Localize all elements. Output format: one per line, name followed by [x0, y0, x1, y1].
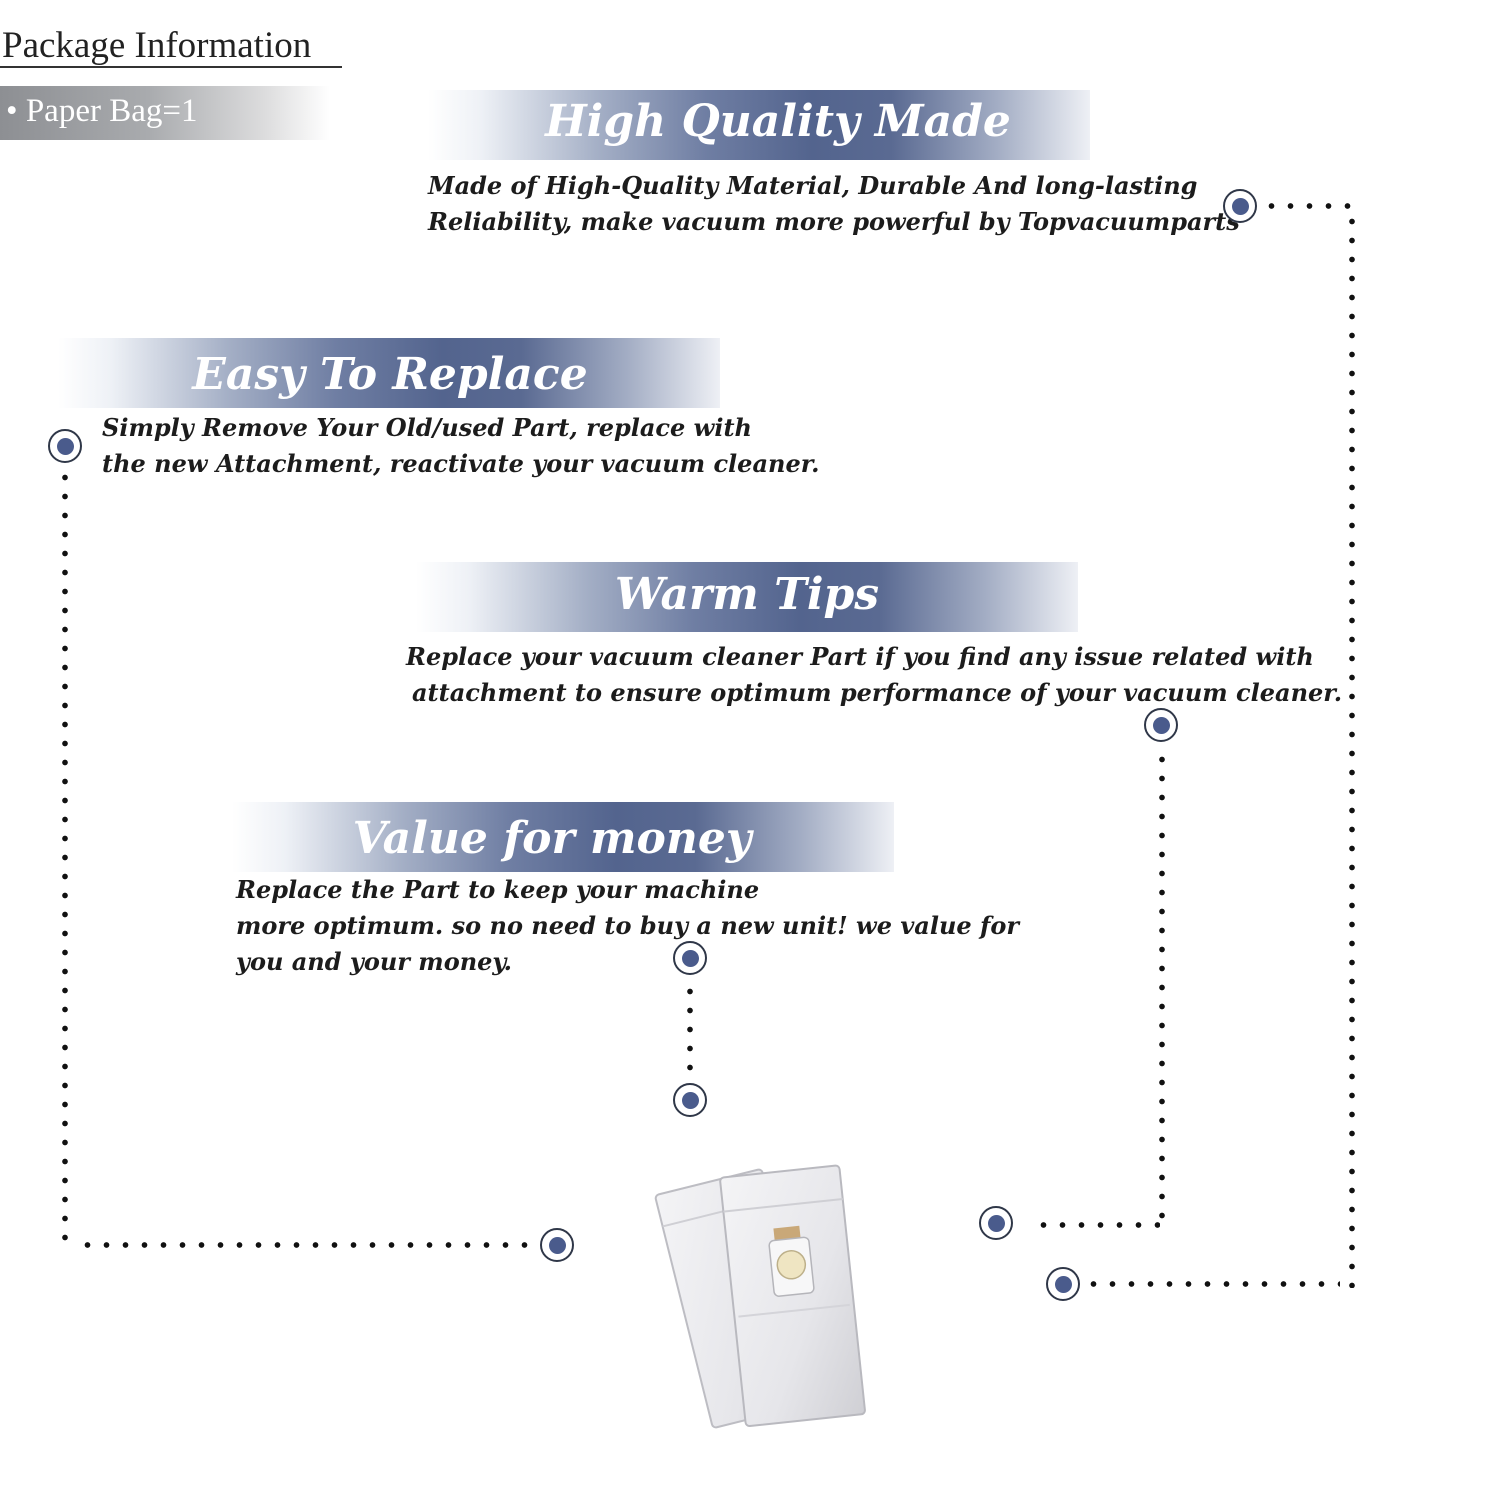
connector-dots-value-vertical	[687, 982, 693, 1078]
connector-dots-bottom-right	[1084, 1281, 1340, 1287]
vacuum-bag-icon	[640, 1140, 900, 1440]
bullet-icon: •	[6, 93, 18, 129]
section-desc-value-line-2: more optimum. so no need to buy a new un…	[236, 911, 1019, 940]
section-header-band-high-quality	[428, 90, 1090, 160]
package-item: • Paper Bag=1	[6, 89, 197, 133]
connector-dots-bottom-left	[78, 1242, 538, 1248]
package-item-label: Paper Bag=1	[25, 93, 198, 129]
target-dot-icon	[673, 1083, 707, 1117]
section-header-band-warm-tips	[416, 562, 1078, 632]
section-desc-value-line-3: you and your money.	[236, 947, 512, 976]
section-desc-high-quality-line-1: Made of High-Quality Material, Durable A…	[428, 171, 1198, 200]
section-desc-easy-replace-line-1: Simply Remove Your Old/used Part, replac…	[102, 413, 752, 442]
target-dot-icon	[1223, 189, 1257, 223]
package-title-underline	[0, 66, 342, 68]
connector-dots-right-vertical	[1349, 212, 1355, 1288]
section-desc-warm-tips-line-2: attachment to ensure optimum performance…	[412, 678, 1343, 707]
section-header-band-value	[232, 802, 894, 872]
connector-dots-left-vertical	[62, 468, 68, 1248]
section-title-easy-replace: Easy To Replace	[192, 349, 588, 400]
section-desc-easy-replace-line-2: the new Attachment, reactivate your vacu…	[102, 449, 820, 478]
section-title-value: Value for money	[352, 813, 752, 864]
target-dot-icon	[673, 941, 707, 975]
target-dot-icon	[48, 429, 82, 463]
connector-dots-warm-vertical	[1159, 750, 1165, 1228]
package-title: Package Information	[2, 25, 312, 66]
target-dot-icon	[1144, 708, 1178, 742]
target-dot-icon	[540, 1228, 574, 1262]
section-desc-value-line-1: Replace the Part to keep your machine	[236, 875, 760, 904]
package-item-band	[0, 86, 330, 140]
section-title-high-quality: High Quality Made	[545, 96, 1011, 147]
section-header-band-easy-replace	[58, 338, 720, 408]
target-dot-icon	[979, 1206, 1013, 1240]
target-dot-icon	[1046, 1267, 1080, 1301]
section-desc-high-quality-line-2: Reliability, make vacuum more powerful b…	[428, 207, 1240, 236]
connector-dots-warm-horizontal	[1034, 1222, 1160, 1228]
connector-dots-top-right	[1262, 203, 1354, 209]
section-title-warm-tips: Warm Tips	[614, 569, 880, 620]
section-desc-warm-tips-line-1: Replace your vacuum cleaner Part if you …	[406, 642, 1314, 671]
